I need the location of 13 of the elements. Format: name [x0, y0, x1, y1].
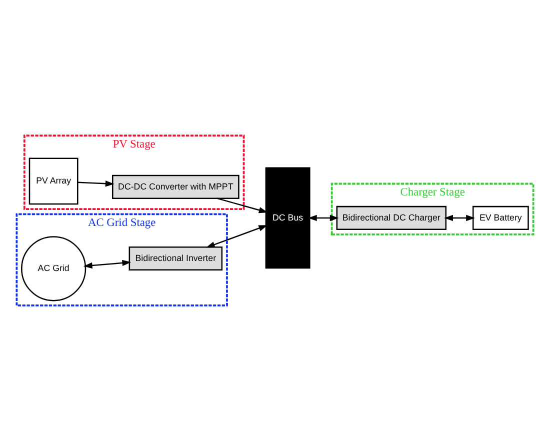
node-box: EV Battery	[472, 205, 529, 230]
arrow	[206, 224, 268, 248]
node-box: DC-DC Converter with MPPT	[112, 174, 240, 198]
arrow	[217, 197, 268, 213]
arrow	[83, 259, 132, 268]
node-circle: AC Grid	[21, 236, 86, 301]
node-box: Bidirectional Inverter	[128, 246, 223, 270]
arrow	[78, 180, 114, 186]
arrow	[444, 214, 475, 221]
node-box: Bidirectional DC Charger	[336, 205, 446, 230]
arrow	[308, 214, 339, 221]
node-box: PV Array	[28, 157, 78, 204]
node-box: DC Bus	[265, 166, 310, 268]
